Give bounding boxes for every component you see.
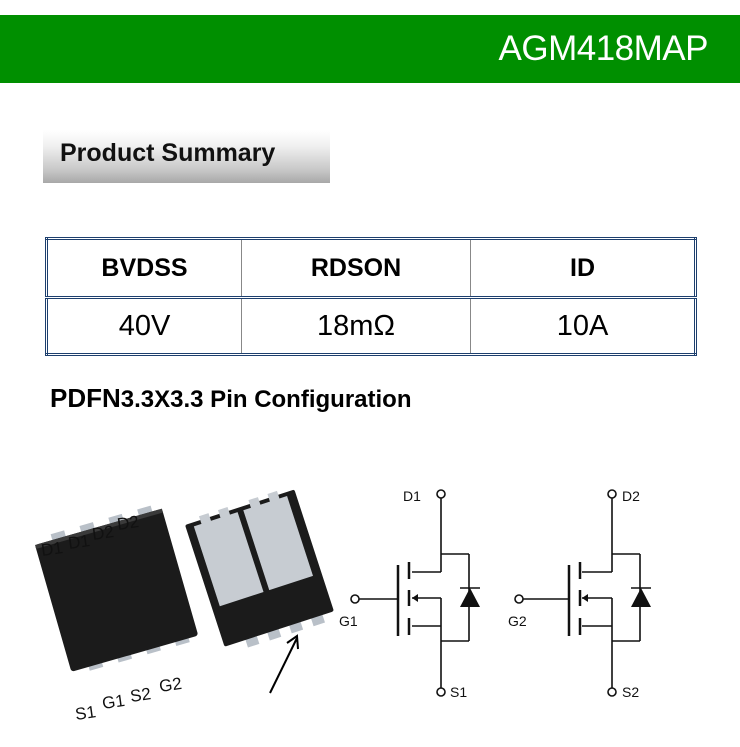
value-id: 10A [470, 297, 696, 355]
pin1-arrow-icon [269, 634, 299, 694]
table-row: 40V 18mΩ 10A [46, 297, 696, 355]
mosfet-2-gate-label: G2 [508, 613, 527, 629]
header-bar: AGM418MAP [0, 15, 740, 83]
column-header-bvdss: BVDSS [46, 238, 242, 299]
package-illustration: D1 D1 D2 D2 S1 G1 S2 G2 [34, 489, 334, 724]
product-summary-heading: Product Summary [60, 139, 276, 167]
package-label-bottom-4: G2 [158, 674, 183, 696]
package-label-top-1: D1 [40, 538, 64, 560]
package-label-top-3: D2 [91, 522, 115, 544]
mosfet-2-source-label: S2 [622, 684, 639, 700]
mosfet-1-drain-label: D1 [403, 488, 421, 504]
mosfet-1-gate-label: G1 [339, 613, 358, 629]
package-label-bottom-1: S1 [74, 702, 97, 724]
pin-title-rest: 3.3X3.3 Pin Configuration [120, 386, 412, 413]
diode-icon [460, 588, 480, 607]
package-label-top-4: D2 [116, 512, 140, 534]
pin-configuration-title: PDFN3.3X3.3 Pin Configuration [50, 383, 412, 414]
column-header-rdson: RDSON [241, 238, 471, 299]
value-bvdss: 40V [46, 297, 242, 355]
mosfet-2-drain-label: D2 [622, 488, 640, 504]
column-header-id: ID [470, 238, 696, 299]
package-label-bottom-3: S2 [129, 684, 152, 706]
package-top-view [34, 505, 198, 672]
package-label-top-2: D1 [67, 531, 91, 553]
value-rdson: 18mΩ [241, 297, 471, 355]
product-summary-table: BVDSS RDSON ID 40V 18mΩ 10A [45, 237, 697, 356]
mosfet-1-schematic: D1 G1 S1 [339, 488, 480, 700]
part-number-title: AGM418MAP [498, 29, 709, 68]
mosfet-2-schematic: D2 G2 S2 [508, 488, 651, 700]
diode-icon [631, 588, 651, 607]
table-header-row: BVDSS RDSON ID [46, 238, 696, 299]
product-summary-heading-box: Product Summary [43, 130, 330, 183]
mosfet-1-source-label: S1 [450, 684, 467, 700]
package-bottom-view [185, 489, 334, 648]
pin-title-package: PDFN [50, 383, 121, 413]
package-label-bottom-2: G1 [101, 691, 126, 713]
